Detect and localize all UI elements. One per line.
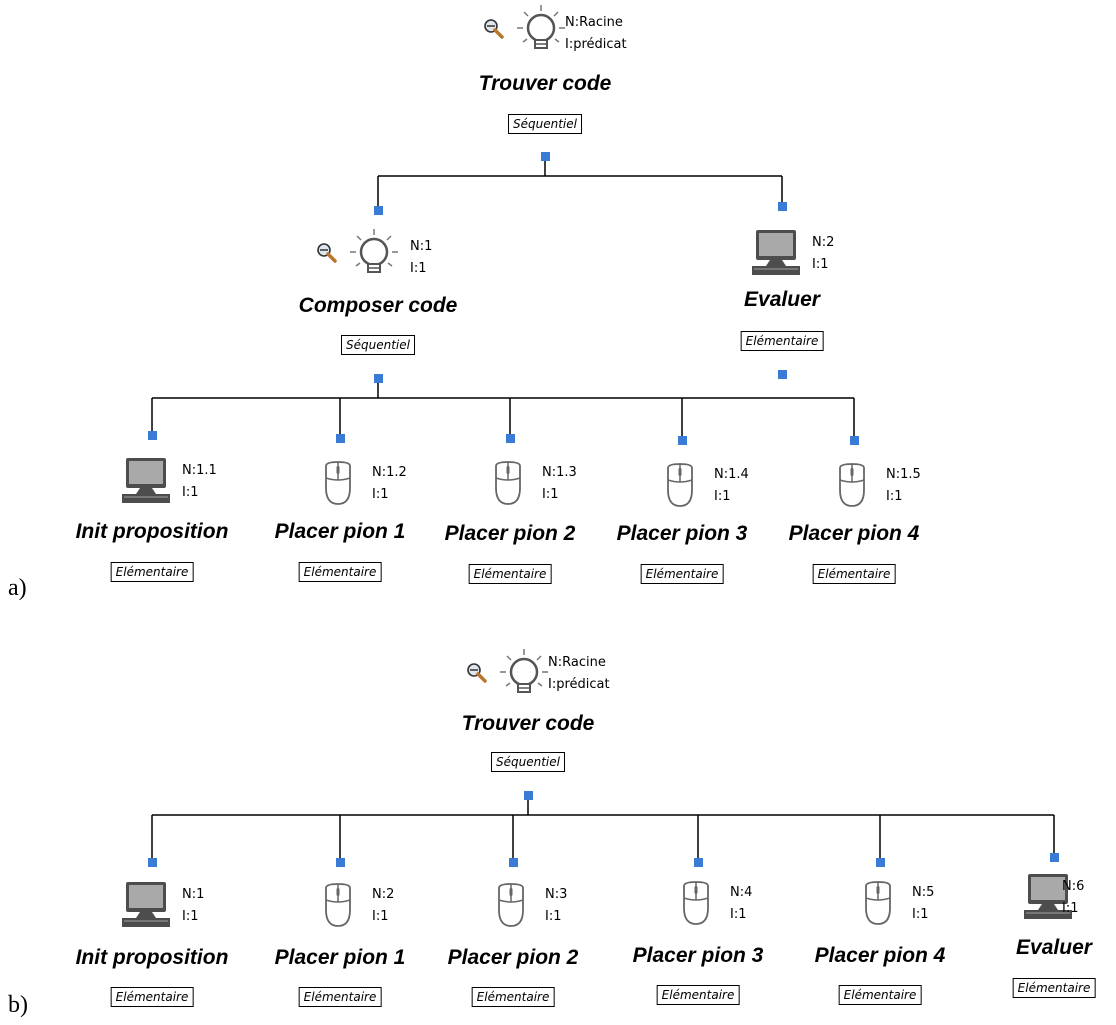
node-number: N:1.4	[714, 467, 749, 482]
node-iteration: I:prédicat	[565, 37, 627, 52]
node-number: N:1.3	[542, 465, 577, 480]
port-handle[interactable]	[336, 434, 345, 443]
operator-badge: Elémentaire	[471, 987, 555, 1007]
mouse-icon	[865, 881, 891, 925]
mouse-icon	[683, 881, 709, 925]
node-title: Placer pion 2	[444, 522, 576, 545]
node-title: Placer pion 2	[447, 946, 579, 969]
node-iteration: I:1	[812, 257, 829, 272]
computer-icon	[122, 882, 170, 927]
lightbulb-icon	[348, 228, 400, 274]
operator-badge: Séquentiel	[341, 335, 415, 355]
node-iteration: I:1	[372, 487, 389, 502]
node-title: Placer pion 1	[274, 946, 406, 969]
node-number: N:2	[812, 235, 835, 250]
mouse-icon	[667, 463, 693, 507]
node-number: N:Racine	[548, 655, 606, 670]
panel-label: a)	[8, 575, 27, 601]
mouse-icon	[498, 883, 524, 927]
node-iteration: I:1	[182, 485, 199, 500]
operator-badge: Elémentaire	[298, 562, 382, 582]
port-handle[interactable]	[524, 791, 533, 800]
mouse-icon	[495, 461, 521, 505]
node-iteration: I:1	[410, 261, 427, 276]
node-iteration: I:1	[714, 489, 731, 504]
computer-icon	[752, 230, 800, 275]
operator-badge: Elémentaire	[640, 564, 724, 584]
node-iteration: I:1	[912, 907, 929, 922]
port-handle[interactable]	[778, 370, 787, 379]
port-handle[interactable]	[148, 858, 157, 867]
node-number: N:1.1	[182, 463, 217, 478]
port-handle[interactable]	[541, 152, 550, 161]
node-iteration: I:1	[545, 909, 562, 924]
magnifier-icon[interactable]	[466, 662, 488, 684]
node-iteration: I:1	[182, 909, 199, 924]
node-title: Placer pion 4	[788, 522, 920, 545]
node-number: N:Racine	[565, 15, 623, 30]
node-title: Init proposition	[75, 520, 229, 543]
mouse-icon	[325, 883, 351, 927]
node-number: N:2	[372, 887, 395, 902]
node-number: N:4	[730, 885, 753, 900]
node-iteration: I:1	[372, 909, 389, 924]
node-iteration: I:1	[886, 489, 903, 504]
port-handle[interactable]	[778, 202, 787, 211]
node-title: Placer pion 3	[616, 522, 748, 545]
magnifier-icon[interactable]	[483, 18, 505, 40]
node-title: Init proposition	[75, 946, 229, 969]
node-number: N:3	[545, 887, 568, 902]
port-handle[interactable]	[876, 858, 885, 867]
node-iteration: I:prédicat	[548, 677, 610, 692]
node-title: Evaluer	[744, 288, 820, 311]
operator-badge: Elémentaire	[468, 564, 552, 584]
mouse-icon	[839, 463, 865, 507]
port-handle[interactable]	[509, 858, 518, 867]
operator-badge: Séquentiel	[491, 752, 565, 772]
operator-badge: Elémentaire	[110, 987, 194, 1007]
port-handle[interactable]	[1050, 853, 1059, 862]
node-title: Placer pion 3	[632, 944, 764, 967]
node-number: N:5	[912, 885, 935, 900]
node-number: N:1.5	[886, 467, 921, 482]
operator-badge: Séquentiel	[508, 114, 582, 134]
port-handle[interactable]	[678, 436, 687, 445]
port-handle[interactable]	[694, 858, 703, 867]
node-title: Placer pion 1	[274, 520, 406, 543]
computer-icon	[122, 458, 170, 503]
magnifier-icon[interactable]	[316, 242, 338, 264]
operator-badge: Elémentaire	[1012, 978, 1096, 998]
port-handle[interactable]	[850, 436, 859, 445]
node-title: Placer pion 4	[814, 944, 946, 967]
port-handle[interactable]	[336, 858, 345, 867]
lightbulb-icon	[498, 648, 550, 694]
node-iteration: I:1	[730, 907, 747, 922]
node-title: Evaluer	[1016, 936, 1092, 959]
port-handle[interactable]	[506, 434, 515, 443]
node-title: Trouver code	[478, 72, 612, 95]
mouse-icon	[325, 461, 351, 505]
operator-badge: Elémentaire	[298, 987, 382, 1007]
node-number: N:1	[182, 887, 205, 902]
node-title: Trouver code	[461, 712, 595, 735]
operator-badge: Elémentaire	[838, 985, 922, 1005]
node-number: N:1	[410, 239, 433, 254]
operator-badge: Elémentaire	[656, 985, 740, 1005]
port-handle[interactable]	[148, 431, 157, 440]
port-handle[interactable]	[374, 374, 383, 383]
node-iteration: I:1	[542, 487, 559, 502]
panel-label: b)	[8, 992, 28, 1018]
node-number: N:6	[1062, 879, 1085, 894]
node-number: N:1.2	[372, 465, 407, 480]
operator-badge: Elémentaire	[110, 562, 194, 582]
node-title: Composer code	[298, 294, 458, 317]
operator-badge: Elémentaire	[740, 331, 824, 351]
operator-badge: Elémentaire	[812, 564, 896, 584]
lightbulb-icon	[515, 4, 567, 50]
port-handle[interactable]	[374, 206, 383, 215]
node-iteration: I:1	[1062, 901, 1079, 916]
